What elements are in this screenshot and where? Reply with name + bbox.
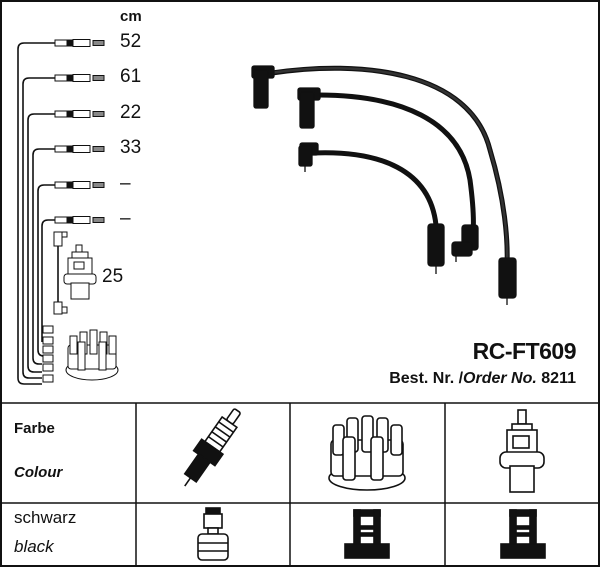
cable-length: – <box>120 173 131 194</box>
coil-lead-length: 25 <box>102 266 124 287</box>
distributor-cap-icon <box>328 415 406 491</box>
cable-length: 33 <box>120 137 142 158</box>
lead-connector <box>54 74 105 82</box>
model-number: RC-FT609 <box>472 338 577 364</box>
lead-connector <box>54 145 105 153</box>
cable-length: 52 <box>120 31 142 52</box>
cable-length: 61 <box>120 66 142 87</box>
cable-terminal <box>427 223 445 274</box>
order-number: 8211 <box>541 370 576 387</box>
colour-header-de: Farbe <box>14 420 55 437</box>
order-prefix: Best. Nr. / <box>389 370 464 387</box>
cable-terminal <box>451 224 479 262</box>
order-label: Order No. <box>463 370 537 387</box>
colour-value-en: black <box>14 537 54 556</box>
lead-connector <box>54 110 105 118</box>
coil-terminal-icon <box>500 509 546 559</box>
cable-length: 22 <box>120 102 142 123</box>
spark-plug-boot <box>251 65 275 109</box>
distributor-cap-small-icon <box>65 329 119 381</box>
cable-terminal <box>498 257 517 305</box>
lead-connector <box>54 181 105 189</box>
coil-small-icon <box>63 244 97 300</box>
spark-plug-boot <box>297 87 321 129</box>
order-number-line: Best. Nr. /Order No. 8211 <box>389 370 576 388</box>
colour-header-en: Colour <box>14 464 63 481</box>
colour-table-grid <box>0 402 600 565</box>
colour-value-de: schwarz <box>14 508 77 527</box>
spark-plug-icon <box>183 408 241 487</box>
spark-plug-boot-icon <box>197 507 229 561</box>
cable-length: – <box>120 208 131 229</box>
unit-label: cm <box>120 8 142 25</box>
ignition-coil-icon <box>499 409 545 493</box>
cap-terminal-icon <box>344 509 390 559</box>
lead-connector <box>54 216 105 224</box>
spark-plug-boot <box>298 142 319 172</box>
ignition-cables <box>269 65 510 266</box>
lead-connector <box>54 39 105 47</box>
